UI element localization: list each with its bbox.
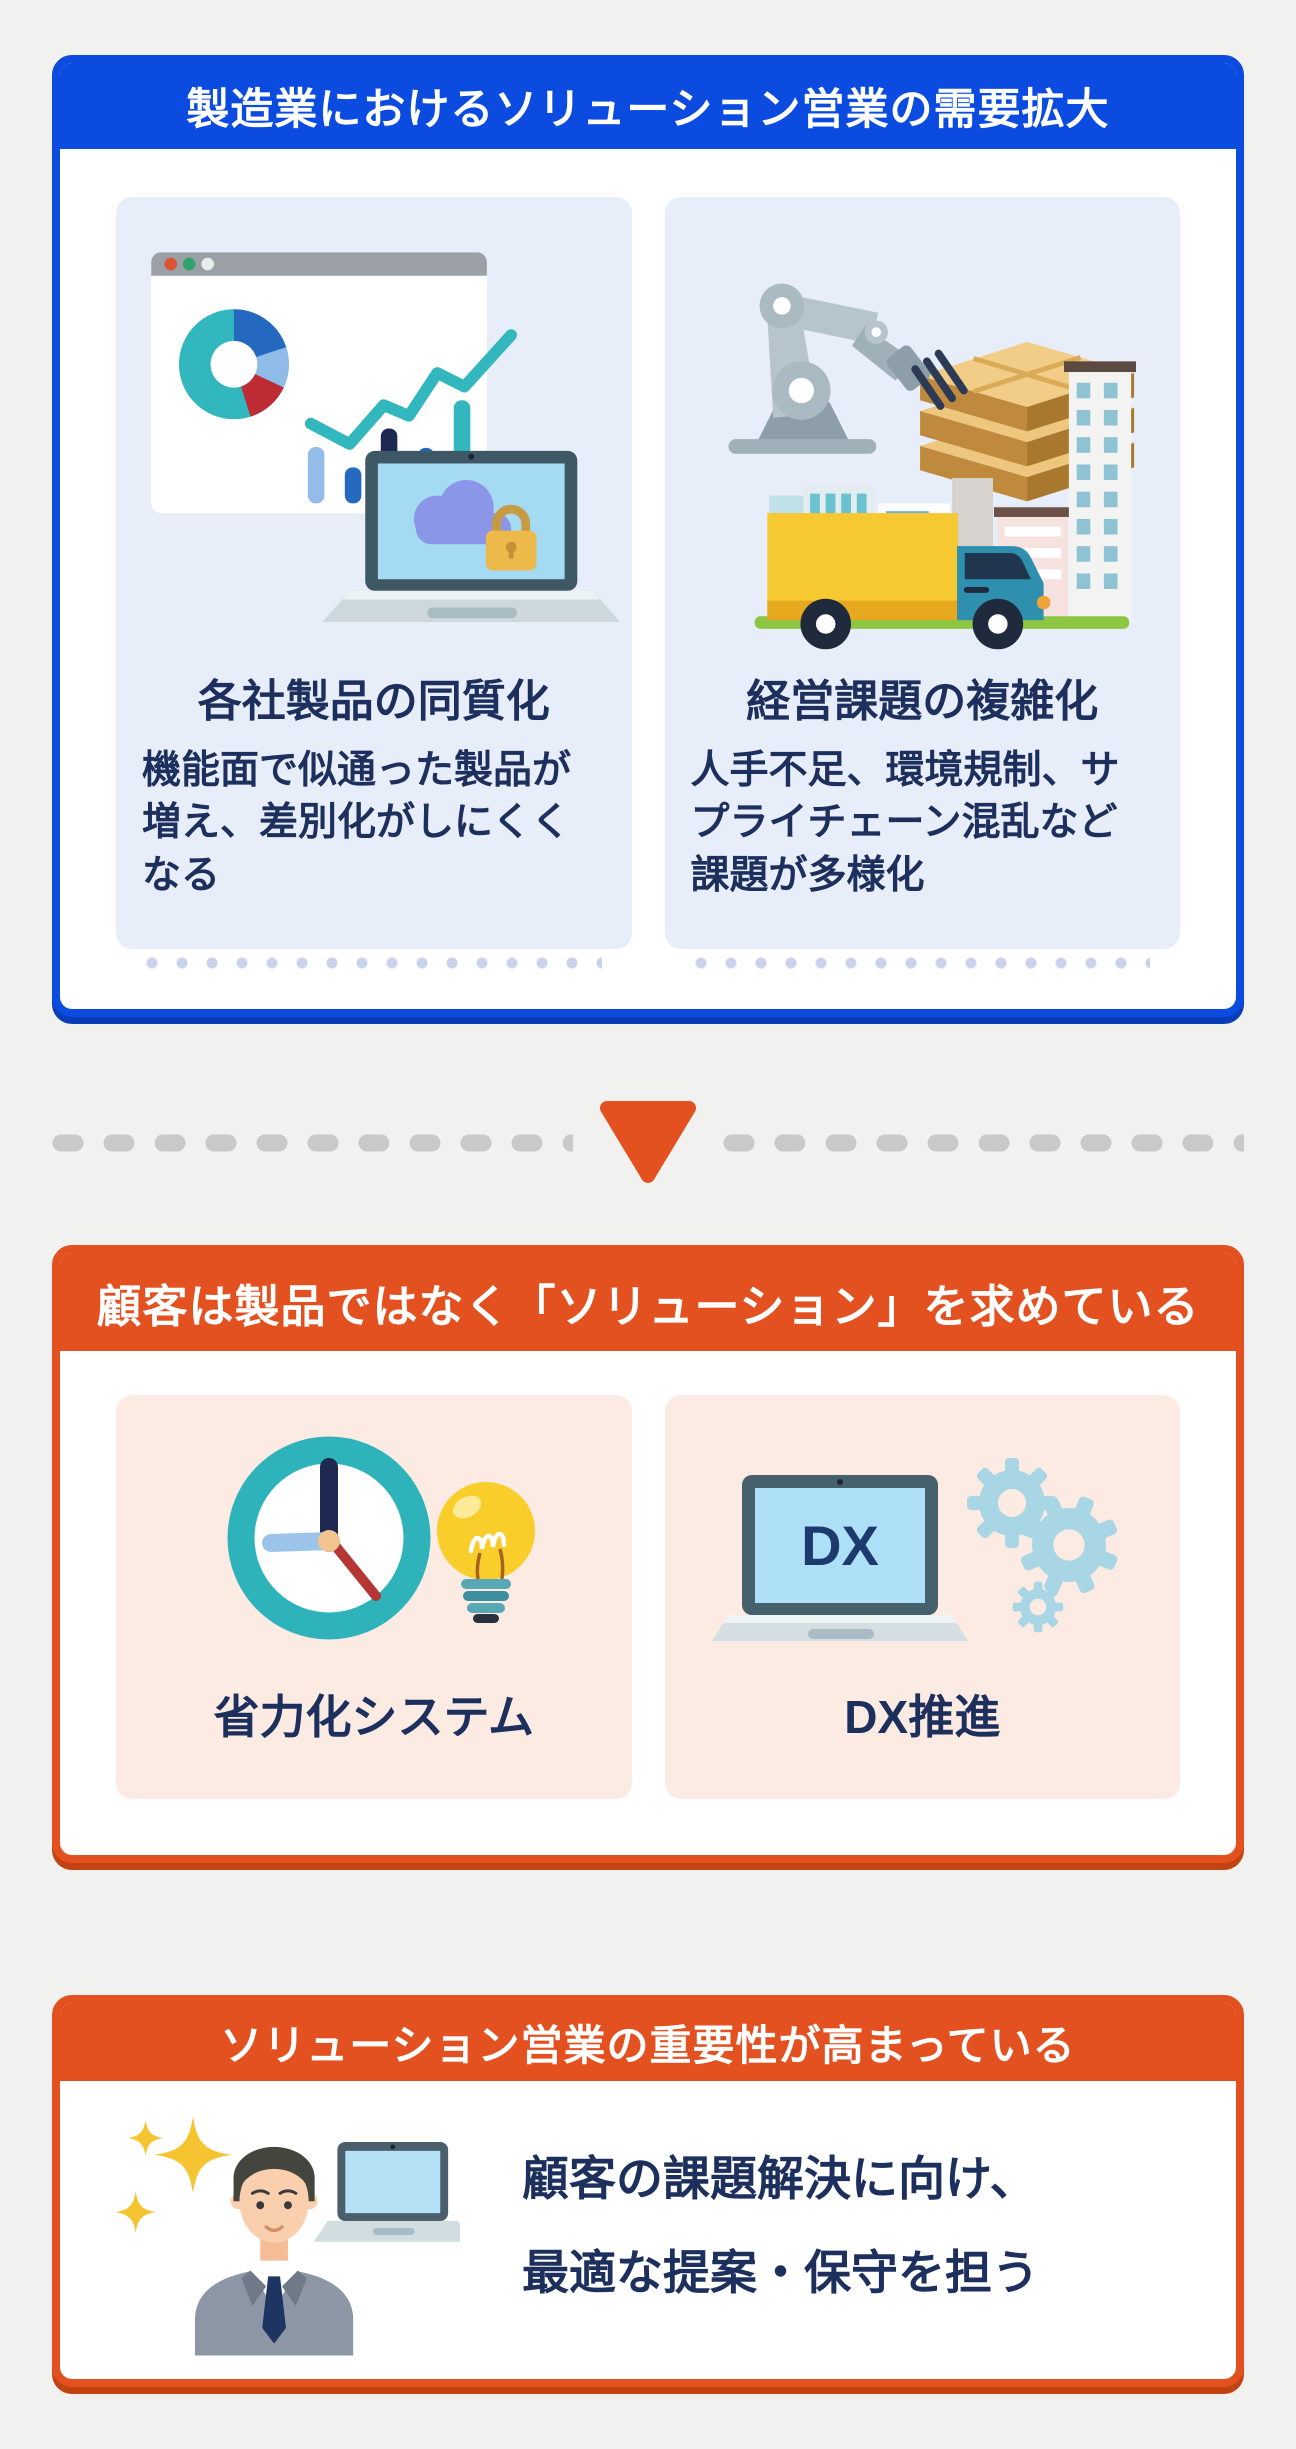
lightbulb-icon bbox=[436, 1482, 535, 1623]
card-title: 各社製品の同質化 bbox=[197, 677, 550, 726]
section3-text: 顧客の課題解決に向け、 最適な提案・保守を担う bbox=[522, 2132, 1039, 2320]
section2-body: 省力化システム DX bbox=[60, 1351, 1236, 1799]
robot-arm-icon bbox=[728, 283, 968, 454]
card-label: 省力化システム bbox=[213, 1691, 535, 1743]
card-body-text: 人手不足、環境規制、サプライチェーン混乱など課題が多様化 bbox=[690, 749, 1120, 897]
cloud-icon bbox=[413, 480, 511, 545]
clock-and-lightbulb-icon bbox=[227, 1436, 535, 1640]
delivery-truck-icon bbox=[767, 513, 1051, 650]
analytics-dashboard-icon bbox=[150, 252, 620, 623]
section1-header: 製造業におけるソリューション営業の需要拡大 bbox=[60, 63, 1236, 149]
laptop-dx-gears-icon: DX bbox=[712, 1458, 1118, 1641]
dx-screen-text: DX bbox=[801, 1514, 879, 1577]
clock-icon bbox=[227, 1436, 431, 1640]
down-triangle-icon bbox=[600, 1101, 696, 1183]
robot-arm-truck-city-icon bbox=[728, 283, 1137, 650]
dashed-line-right bbox=[723, 1134, 1244, 1152]
card-dx-promotion: DX bbox=[664, 1395, 1181, 1799]
card-labor-saving-system: 省力化システム bbox=[116, 1395, 632, 1799]
card-body-text: 機能面で似通った製品が増え、差別化がしにくくなる bbox=[142, 749, 572, 897]
section3-text-line1: 顧客の課題解決に向け、 bbox=[522, 2152, 1037, 2205]
card-label: DX推進 bbox=[844, 1691, 1001, 1743]
section-divider bbox=[52, 1088, 1244, 1198]
section3-header: ソリューション営業の重要性が高まっている bbox=[60, 2003, 1236, 2081]
section3-text-line2: 最適な提案・保守を担う bbox=[522, 2246, 1039, 2299]
section2-header: 顧客は製品ではなく「ソリューション」を求めている bbox=[60, 1253, 1236, 1351]
section-solution-sales-importance: ソリューション営業の重要性が高まっている bbox=[52, 1995, 1244, 2387]
laptop-dx-icon: DX bbox=[712, 1475, 969, 1641]
section-customer-wants-solution: 顧客は製品ではなく「ソリューション」を求めている bbox=[52, 1245, 1244, 1863]
laptop-icon bbox=[313, 2141, 460, 2242]
salesman-sparkles-laptop-illustration bbox=[114, 2116, 460, 2356]
card-management-complexity: 経営課題の複雑化 人手不足、環境規制、サプライチェーン混乱など課題が多様化 bbox=[664, 197, 1181, 969]
sparkles-icon bbox=[114, 2116, 232, 2233]
gears-icon bbox=[967, 1458, 1118, 1633]
clock-lightbulb-illustration bbox=[116, 1395, 632, 1681]
section1-body: 各社製品の同質化 機能面で似通った製品が増え、差別化がしにくくなる bbox=[60, 149, 1236, 969]
businessman-icon bbox=[194, 2146, 354, 2356]
analytics-laptop-illustration bbox=[116, 201, 632, 653]
lock-icon bbox=[485, 504, 537, 571]
card-title: 経営課題の複雑化 bbox=[746, 677, 1099, 726]
factory-logistics-illustration bbox=[665, 201, 1181, 653]
section-demand-expansion: 製造業におけるソリューション営業の需要拡大 bbox=[52, 55, 1244, 1017]
section3-body: 顧客の課題解決に向け、 最適な提案・保守を担う bbox=[60, 2081, 1236, 2357]
card-product-homogenization: 各社製品の同質化 機能面で似通った製品が増え、差別化がしにくくなる bbox=[116, 197, 632, 969]
dx-laptop-gears-illustration: DX bbox=[665, 1395, 1181, 1681]
dashed-line-left bbox=[52, 1134, 573, 1152]
